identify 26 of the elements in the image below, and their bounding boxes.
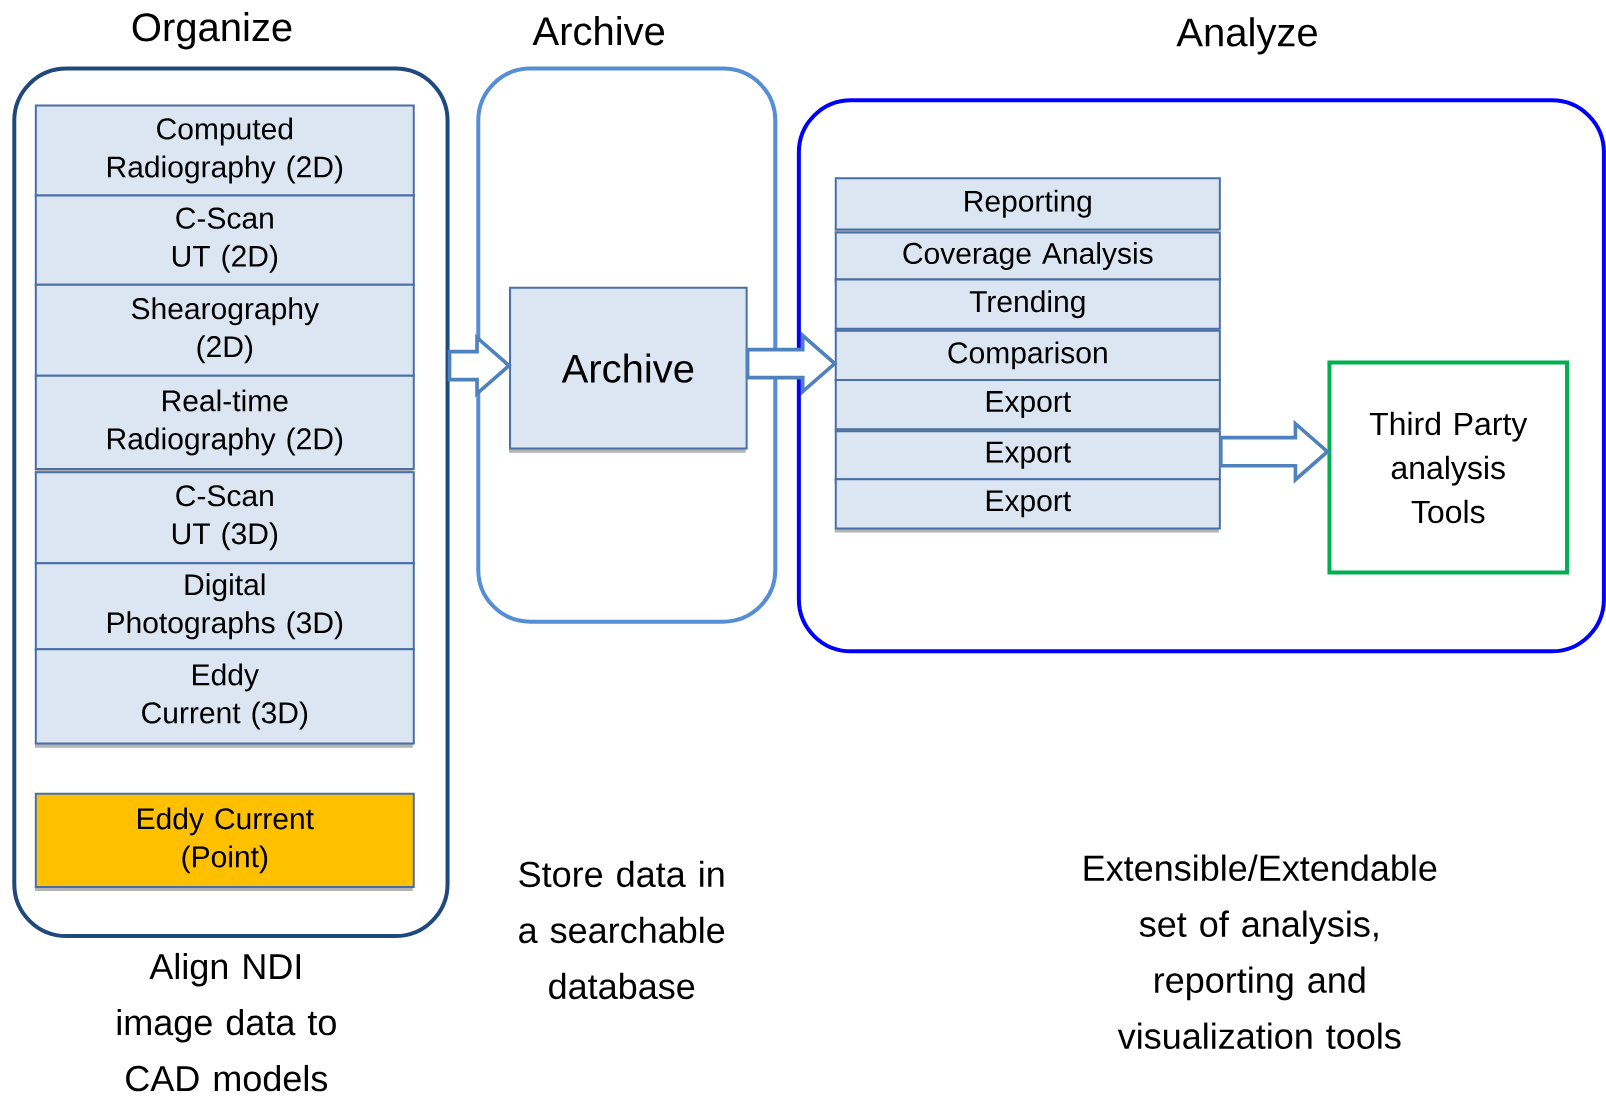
tool-box: Export: [834, 478, 1221, 533]
data-box: C-Scan UT (3D): [34, 471, 415, 568]
caption-text: Store data in a searchable database: [519, 860, 725, 1000]
heading-text: Analyze: [1176, 17, 1317, 55]
tool-box: Export: [834, 378, 1221, 434]
block-arrow: [447, 333, 512, 398]
data-box: Computed Radiography (2D): [34, 104, 415, 200]
data-box: Shearography (2D): [34, 283, 415, 380]
data-box: C-Scan UT (2D): [34, 194, 415, 289]
tool-box: Trending: [834, 278, 1221, 333]
caption-text: Extensible/Extendable set of analysis, reporting and visualization tools: [1084, 854, 1437, 1049]
tool-box: Coverage Analysis: [834, 231, 1221, 284]
block-arrow: [745, 331, 838, 396]
data-box: Digital Photographs (3D): [34, 562, 415, 654]
caption-text: Align NDI image data to CAD models: [117, 952, 336, 1092]
heading-text: Archive: [532, 15, 665, 46]
block-arrow: [1219, 419, 1331, 484]
archive-box: Archive: [509, 286, 748, 453]
data-box: Eddy Current (Point): [34, 792, 415, 891]
data-box: Real-time Radiography (2D): [34, 374, 415, 474]
tool-box: Export: [834, 430, 1221, 484]
data-box: Eddy Current (3D): [34, 648, 415, 748]
tool-box: Comparison: [834, 329, 1221, 384]
heading-text: Organize: [132, 12, 292, 50]
tool-box: Third Party analysis Tools: [1327, 360, 1570, 575]
tool-box: Reporting: [834, 177, 1221, 234]
